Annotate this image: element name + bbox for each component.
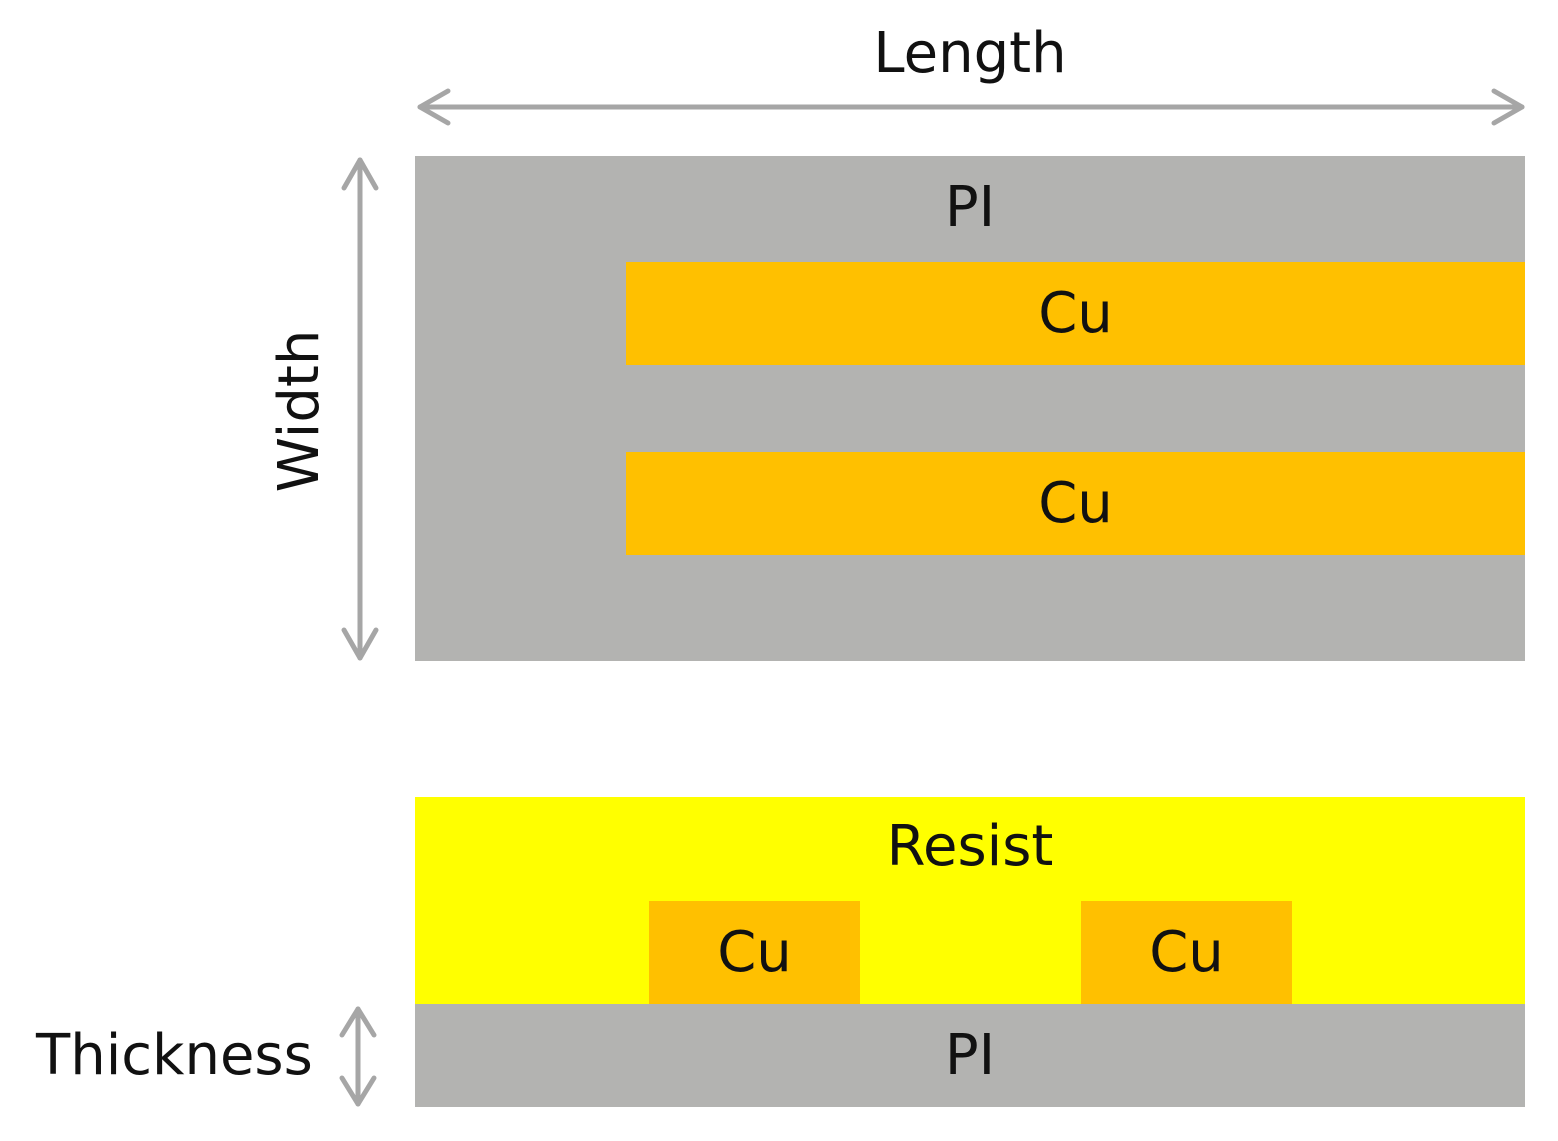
thickness-label: Thickness	[36, 1023, 313, 1088]
top-view-pi-label: PI	[944, 175, 996, 240]
cross-section-cu-label-2: Cu	[1149, 919, 1224, 985]
top-view-cu-label-2: Cu	[1038, 470, 1113, 536]
top-view-cu-trace-1: Cu	[626, 262, 1525, 365]
cross-section-pi-label: PI	[944, 1022, 996, 1088]
cross-section-resist-layer: Resist	[415, 797, 1525, 1004]
top-view-pi-substrate: PI	[415, 156, 1525, 661]
cross-section-pi-substrate: PI	[415, 1004, 1525, 1107]
length-label: Length	[873, 21, 1067, 86]
top-view-cu-trace-2: Cu	[626, 452, 1525, 555]
cross-section-cu-label-1: Cu	[717, 919, 792, 985]
cross-section-cu-trace-2: Cu	[1081, 901, 1292, 1004]
cross-section-resist-label: Resist	[886, 814, 1054, 879]
top-view-cu-label-1: Cu	[1038, 280, 1113, 346]
cross-section-cu-trace-1: Cu	[649, 901, 860, 1004]
